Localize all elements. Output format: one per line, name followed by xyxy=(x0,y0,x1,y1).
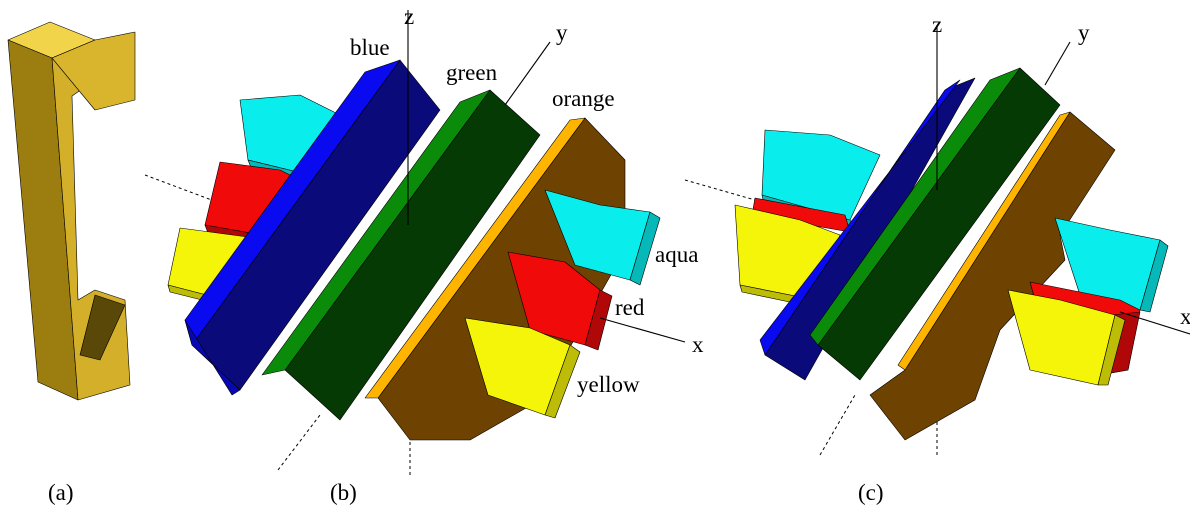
panel-c-y-label: y xyxy=(1078,20,1090,45)
panel-c-green-piece xyxy=(809,67,1061,381)
panel-b-y-axis-back xyxy=(277,414,321,471)
panel-c-aqua-block-right xyxy=(1054,217,1169,313)
panel-a-piece xyxy=(7,21,136,401)
panel-c-caption: (c) xyxy=(858,480,884,505)
panel-c-yellow-block-right xyxy=(1007,289,1126,386)
label-aqua: aqua xyxy=(655,242,698,267)
panel-b-y-label: y xyxy=(556,20,568,45)
panel-b-x-label: x xyxy=(692,332,704,357)
panel-b-x-axis xyxy=(599,317,686,343)
label-red: red xyxy=(615,295,645,320)
panel-c-y-axis xyxy=(1044,41,1071,86)
panel-b-green-piece xyxy=(261,89,541,421)
panel-b-x-axis-back xyxy=(144,174,226,206)
label-yellow: yellow xyxy=(577,372,640,397)
panel-b-caption: (b) xyxy=(330,480,357,505)
panel-c-x-label: x xyxy=(1180,304,1190,329)
panel-c-x-axis xyxy=(1119,311,1190,335)
panel-b-z-label: z xyxy=(404,4,414,29)
label-blue: blue xyxy=(350,35,390,60)
panel-b-blue-piece xyxy=(184,59,441,396)
panel-b-yellow-block-right xyxy=(464,317,581,419)
label-orange: orange xyxy=(552,86,615,111)
panel-c-z-label: z xyxy=(932,12,942,37)
panel-a-caption: (a) xyxy=(48,480,74,505)
panel-c-blue-piece xyxy=(759,77,976,381)
label-green: green xyxy=(446,60,498,85)
panel-c-orange-piece xyxy=(869,111,1116,441)
panel-b-y-axis xyxy=(504,41,551,106)
panel-c-y-axis-back xyxy=(819,394,856,456)
panel-b-red-block-right xyxy=(507,251,613,351)
panel-b-aqua-block-right xyxy=(544,189,661,286)
panel-c-x-axis-back xyxy=(684,179,756,201)
